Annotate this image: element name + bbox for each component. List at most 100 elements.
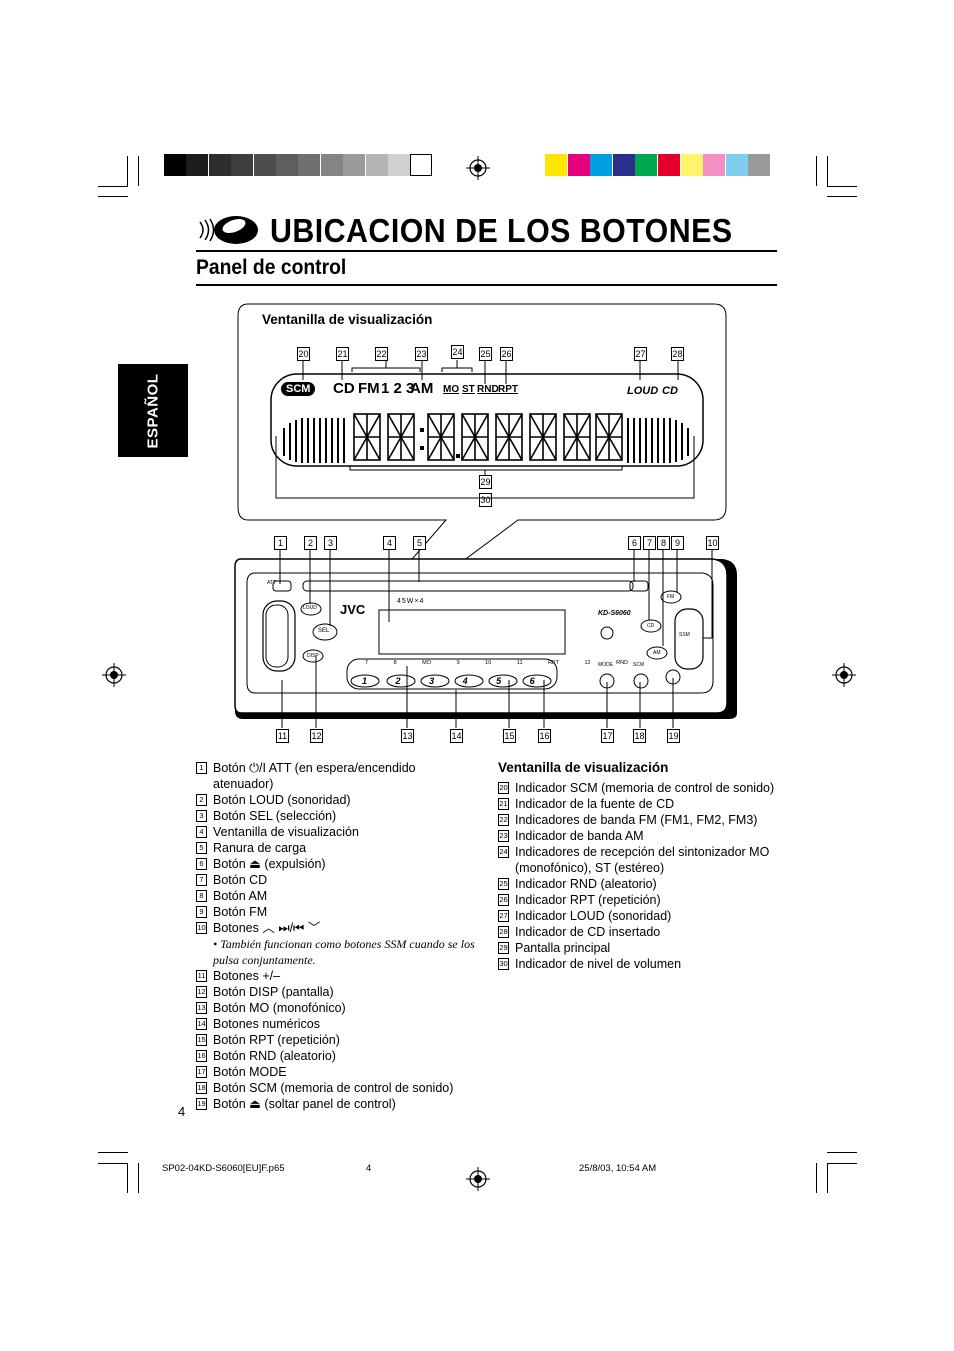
ssm-label: SSM [679, 632, 690, 638]
item-number: 6 [196, 858, 207, 870]
callout-number: 12 [310, 729, 323, 743]
lcd-display [270, 373, 704, 467]
preset-button-4[interactable]: 4 [462, 676, 468, 686]
process-swatch [545, 154, 567, 176]
item-text: Botón RPT (repetición) [213, 1033, 340, 1047]
callout-number: 21 [336, 347, 349, 361]
registration-target-icon [466, 1167, 490, 1191]
item-text: Indicador RPT (repetición) [515, 893, 661, 907]
item-text: Botón CD [213, 873, 268, 887]
preset-button-5[interactable]: 5 [496, 676, 502, 686]
gray-swatch [208, 154, 231, 176]
item-number: 20 [498, 782, 509, 794]
fm-indicator: FM [358, 380, 380, 397]
item-text: Botón FM [213, 905, 268, 919]
callout-number: 4 [383, 536, 396, 550]
page-title: UBICACION DE LOS BOTONES [270, 212, 733, 249]
display-leader-lines [275, 360, 695, 499]
callout-number: 23 [415, 347, 428, 361]
unit-leader-lines [279, 550, 713, 728]
item-text: Botón MO (monofónico) [213, 1001, 346, 1015]
callout-number: 30 [479, 493, 492, 507]
mo-indicator: MO [443, 384, 460, 395]
sel-button[interactable]: SEL [318, 628, 330, 634]
preset-button-1[interactable]: 1 [362, 676, 368, 686]
att-label: ATT [267, 580, 277, 586]
brand-logo: JVC [340, 602, 366, 617]
page-number: 4 [178, 1104, 186, 1119]
process-swatch [590, 154, 613, 176]
cd-in-indicator: CD [662, 385, 678, 397]
callout-number: 19 [667, 729, 680, 743]
item-number: 19 [196, 1098, 207, 1110]
am-button[interactable]: AM [653, 650, 661, 656]
loud-button[interactable]: LOUD [303, 605, 317, 611]
item-text: Botones +/– [213, 969, 281, 983]
gray-swatch [365, 154, 388, 176]
preset-label-7: 7 [365, 660, 369, 666]
disp-button[interactable]: DISP [307, 653, 319, 659]
gray-swatch [276, 154, 298, 176]
gray-swatch [253, 154, 276, 176]
callout-number: 10 [706, 536, 719, 550]
item-number: 25 [498, 878, 509, 890]
language-tab: ESPAÑOL [118, 364, 188, 457]
callout-number: 15 [503, 729, 516, 743]
preset-button-6[interactable]: 6 [529, 676, 535, 686]
process-swatch [748, 154, 771, 176]
item-text: Botones ︿ ⏭/⏮ ﹀ [213, 921, 321, 935]
fm-button[interactable]: FM [667, 594, 675, 600]
scm-label: SCM [633, 662, 645, 668]
preset-button-2[interactable]: 2 [395, 676, 401, 686]
gray-swatch [186, 154, 209, 176]
footer-page: 4 [366, 1163, 372, 1174]
gray-swatch [298, 154, 321, 176]
callout-number: 20 [297, 347, 310, 361]
item-text: Botón LOUD (sonoridad) [213, 793, 351, 807]
callout-number: 9 [671, 536, 684, 550]
am-indicator: AM [410, 380, 434, 397]
model-label: KD-S6060 [598, 610, 631, 617]
preset-label-12: 12 RND [584, 660, 629, 666]
process-swatch [725, 154, 748, 176]
callout-number: 7 [643, 536, 656, 550]
item-number: 24 [498, 846, 509, 858]
ssm-note: • También funcionan como botones SSM cua… [213, 937, 475, 967]
preset-button-3[interactable]: 3 [429, 676, 435, 686]
gray-swatch [388, 154, 410, 176]
main-segment-display [353, 413, 623, 461]
callout-number: 24 [451, 345, 464, 359]
volume-level-bars-left [283, 418, 345, 463]
item-text: Indicador de CD insertado [515, 925, 661, 939]
callout-number: 25 [479, 347, 492, 361]
scm-indicator: SCM [281, 382, 316, 396]
list-item: 13 Botón MO (monofónico) [196, 1000, 476, 1016]
cd-button[interactable]: CD [647, 623, 655, 629]
item-number: 1 [196, 762, 207, 774]
item-number: 29 [498, 942, 509, 954]
process-swatch [612, 154, 635, 176]
item-text: Botón AM [213, 889, 268, 903]
item-text: Indicador de nivel de volumen [515, 957, 682, 971]
item-number: 12 [196, 986, 207, 998]
footer-file: SP02-04KD-S6060[EU]F.p65 [162, 1163, 285, 1174]
loud-indicator: LOUD [627, 385, 659, 397]
item-number: 13 [196, 1002, 207, 1014]
section-subtitle: Panel de control [196, 256, 347, 279]
item-number: 21 [498, 798, 509, 810]
